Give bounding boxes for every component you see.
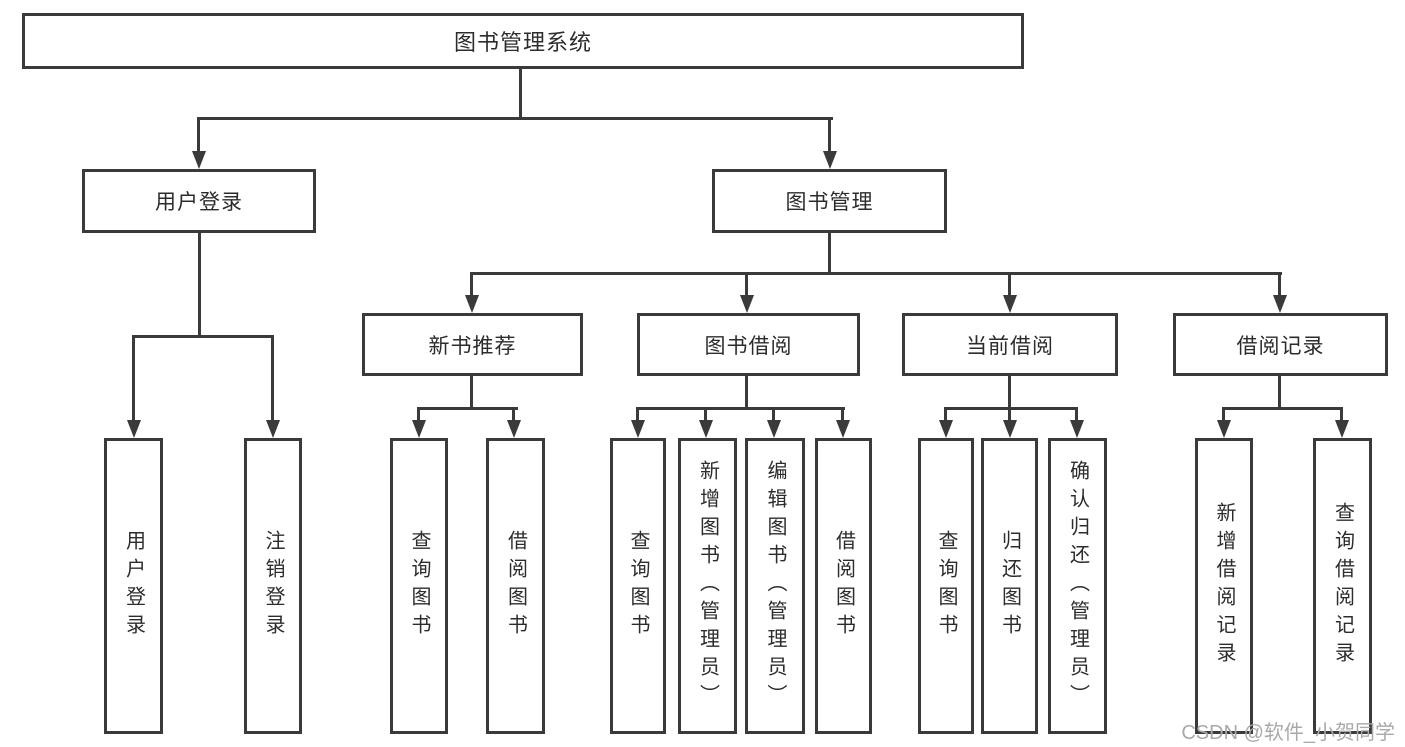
connector-feeder: [1340, 407, 1343, 421]
connector-feeder: [1222, 407, 1225, 421]
connector-stem: [1278, 376, 1281, 409]
connector-feeder: [1008, 407, 1011, 421]
node-label: 用户登录: [155, 191, 243, 214]
node-label: 图书借阅: [704, 334, 793, 358]
leaf-add-borrow-record: 新增借阅记录: [1195, 438, 1253, 734]
node-borrowing-records: 借阅记录: [1173, 313, 1388, 376]
leaf-add-books-admin: 新增图书（管理员）: [678, 438, 737, 734]
connector-feeder: [1278, 272, 1281, 298]
connector-feeder: [132, 335, 135, 421]
leaf-label: 查询借阅记录: [1331, 502, 1354, 670]
leaf-query-borrow-record: 查询借阅记录: [1313, 438, 1372, 734]
leaf-query-books-recommend: 查询图书: [390, 438, 448, 734]
leaf-confirm-return-admin: 确认归还（管理员）: [1048, 438, 1107, 734]
leaf-label: 查询图书: [627, 530, 649, 642]
arrowhead-icon: [767, 420, 781, 438]
node-user-login-branch: 用户登录: [82, 169, 316, 233]
arrowhead-icon: [631, 420, 645, 438]
connector-stem: [198, 232, 201, 336]
node-book-borrowing: 图书借阅: [637, 313, 860, 376]
leaf-label: 借阅图书: [832, 530, 855, 642]
connector-hbar: [636, 407, 845, 410]
arrowhead-icon: [465, 295, 479, 313]
connector-feeder: [841, 407, 844, 421]
arrowhead-icon: [1003, 420, 1017, 438]
leaf-label: 确认归还（管理员）: [1066, 460, 1089, 712]
arrowhead-icon: [1003, 295, 1017, 313]
leaf-label: 新增图书（管理员）: [696, 460, 719, 712]
node-label: 借阅记录: [1236, 334, 1325, 358]
connector-feeder: [944, 407, 947, 421]
leaf-label: 用户登录: [122, 530, 145, 642]
connector-feeder: [470, 272, 473, 298]
connector-hbar: [417, 407, 518, 410]
connector-hbar: [470, 272, 1282, 275]
connector-root-hbar: [197, 117, 833, 120]
node-label: 新书推荐: [428, 334, 517, 358]
arrowhead-icon: [740, 295, 754, 313]
connector-feeder: [772, 407, 775, 421]
connector-feeder: [828, 117, 831, 153]
connector-hbar: [1222, 407, 1343, 410]
connector-feeder: [745, 272, 748, 298]
arrowhead-icon: [1070, 420, 1084, 438]
arrowhead-icon: [699, 420, 713, 438]
node-new-book-recommendation: 新书推荐: [362, 313, 583, 376]
leaf-borrow-books: 借阅图书: [815, 438, 872, 734]
connector-stem: [470, 376, 473, 409]
arrowhead-icon: [192, 151, 206, 169]
connector-feeder: [636, 407, 639, 421]
connector-feeder: [512, 407, 515, 421]
arrowhead-icon: [823, 151, 837, 169]
arrowhead-icon: [127, 420, 141, 438]
leaf-label: 查询图书: [935, 530, 957, 642]
csdn-watermark: CSDN @软件_小贺同学: [1181, 722, 1395, 744]
connector-feeder: [1075, 407, 1078, 421]
leaf-edit-books-admin: 编辑图书（管理员）: [745, 438, 805, 734]
leaf-logout: 注销登录: [244, 438, 302, 734]
leaf-return-books: 归还图书: [981, 438, 1038, 734]
arrowhead-icon: [836, 420, 850, 438]
arrowhead-icon: [939, 420, 953, 438]
connector-feeder: [271, 335, 274, 421]
connector-hbar: [944, 407, 1078, 410]
leaf-label: 借阅图书: [504, 530, 527, 642]
arrowhead-icon: [412, 420, 426, 438]
connector-root-stem: [519, 69, 522, 119]
leaf-user-login: 用户登录: [104, 438, 163, 734]
connector-stem: [745, 376, 748, 409]
connector-feeder: [704, 407, 707, 421]
node-library-management-system: 图书管理系统: [22, 13, 1024, 69]
arrowhead-icon: [266, 420, 280, 438]
leaf-label: 注销登录: [262, 530, 284, 642]
connector-feeder: [417, 407, 420, 421]
leaf-label: 归还图书: [998, 530, 1021, 642]
arrowhead-icon: [1273, 295, 1287, 313]
node-label: 图书管理: [785, 191, 874, 214]
leaf-query-books-borrow: 查询图书: [610, 438, 666, 734]
connector-feeder: [1008, 272, 1011, 298]
node-book-management-branch: 图书管理: [712, 169, 947, 233]
leaf-borrow-books-recommend: 借阅图书: [486, 438, 545, 734]
leaf-label: 新增借阅记录: [1213, 502, 1235, 670]
leaf-label: 查询图书: [408, 530, 430, 642]
leaf-label: 编辑图书（管理员）: [764, 460, 786, 712]
connector-stem: [828, 232, 831, 274]
arrowhead-icon: [1217, 420, 1231, 438]
connector-stem: [1008, 376, 1011, 409]
arrowhead-icon: [1335, 420, 1349, 438]
node-label: 当前借阅: [966, 334, 1054, 358]
node-label: 图书管理系统: [453, 30, 592, 55]
connector-hbar: [132, 335, 274, 338]
connector-feeder: [197, 117, 200, 153]
arrowhead-icon: [507, 420, 521, 438]
leaf-query-books-current: 查询图书: [918, 438, 974, 734]
node-current-borrowing: 当前借阅: [902, 313, 1118, 376]
